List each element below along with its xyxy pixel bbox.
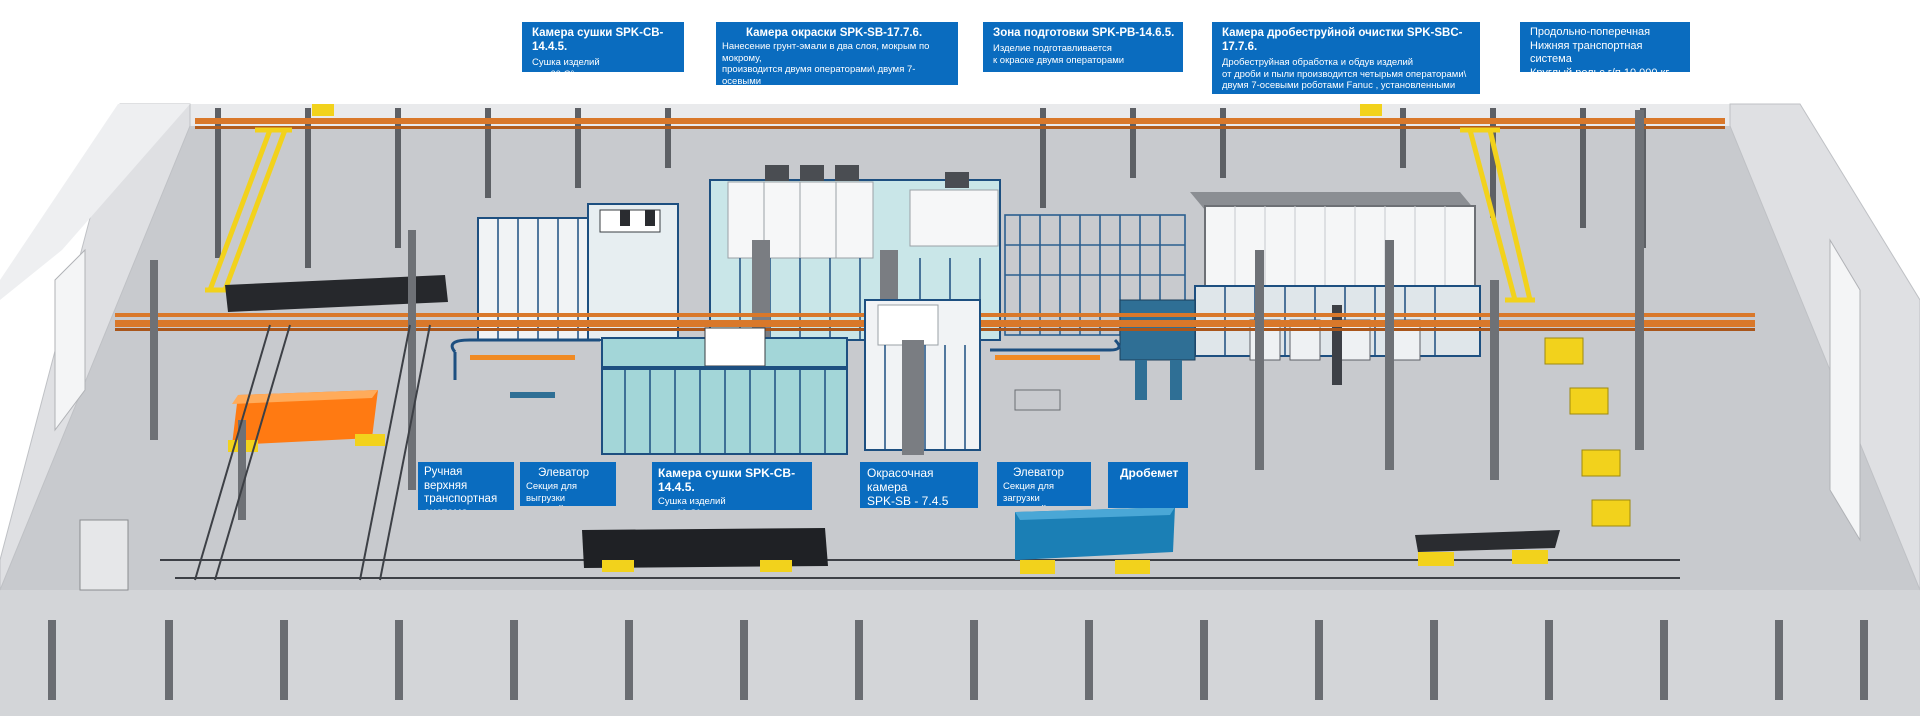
yellow-platforms	[1544, 337, 1631, 527]
label-drying-chamber-top-text: Сушка изделий при 60 С°	[532, 57, 600, 72]
label-prep-zone-top-title: Зона подготовки SPK-PB-14.6.5.	[993, 27, 1175, 39]
label-elevator-unload: Элеватор Секция для выгрузки с конвейера	[520, 462, 616, 506]
left-wall-window	[54, 248, 86, 432]
label-shot-blaster: Дробемет	[1108, 462, 1188, 508]
label-paint-chamber-top: Камера окраски SPK-SB-17.7.6. Нанесение …	[716, 22, 958, 85]
label-elevator-load-text: Секция для загрузки на конвейер	[1003, 481, 1057, 506]
front-floor-band	[0, 590, 1920, 716]
label-elevator-load: Элеватор Секция для загрузки на конвейер	[997, 462, 1091, 506]
label-elevator-unload-title: Элеватор	[538, 467, 590, 479]
label-transport-system-top: Продольно-поперечная Нижняя транспортная…	[1520, 22, 1690, 72]
label-blast-chamber-top: Камера дробеструйной очистки SPK-SBC-17.…	[1212, 22, 1480, 94]
right-wall	[1729, 103, 1920, 591]
door	[79, 519, 129, 591]
label-paint-booth-bottom: Окрасочная камера SPK-SB - 7.4.5	[860, 462, 978, 508]
label-drying-chamber-bottom: Камера сушки SPK-CB-14.4.5. Сушка издели…	[652, 462, 812, 510]
drying-chamber-front	[601, 327, 848, 455]
paint-chamber-front	[864, 299, 981, 455]
label-paint-booth-bottom-title: Окрасочная камера SPK-SB - 7.4.5	[867, 466, 949, 508]
black-chassis-back	[225, 275, 448, 312]
label-paint-chamber-top-text: Нанесение грунт-эмали в два слоя, мокрым…	[722, 41, 930, 85]
label-blast-chamber-top-title: Камера дробеструйной очистки SPK-SBC-17.…	[1222, 27, 1463, 53]
label-elevator-load-title: Элеватор	[1013, 467, 1065, 479]
front-columns	[150, 110, 1644, 520]
label-elevator-unload-text: Секция для выгрузки с конвейера	[526, 481, 580, 506]
crane-trolley-left	[312, 104, 334, 116]
label-paint-chamber-top-title: Камера окраски SPK-SB-17.7.6.	[746, 27, 923, 39]
label-prep-zone-top-text: Изделие подготавливается к окраске двумя…	[993, 43, 1125, 66]
blue-bin-car	[1015, 507, 1175, 574]
label-drying-chamber-bottom-title: Камера сушки SPK-CB-14.4.5.	[658, 466, 796, 494]
back-crane-beam	[195, 118, 1725, 124]
crane-trolley-right	[1360, 104, 1382, 116]
label-shot-blaster-title: Дробемет	[1120, 466, 1179, 480]
overhead-conveyor	[450, 338, 1121, 411]
right-gantry	[1460, 127, 1535, 303]
right-wall-window	[1829, 238, 1861, 542]
black-chassis-front	[582, 528, 828, 572]
label-manual-upper-transport: Ручная верхняя транспортная система	[418, 462, 514, 510]
left-wall-top	[0, 104, 190, 300]
label-blast-chamber-top-text: Дробеструйная обработка и обдув изделий …	[1222, 57, 1467, 94]
back-crane-beam-lower	[195, 126, 1725, 129]
blast-chamber	[1190, 192, 1481, 385]
foreground-columns	[48, 620, 1868, 700]
label-manual-upper-transport-title: Ручная верхняя транспортная система	[424, 466, 498, 510]
label-drying-chamber-top: Камера сушки SPK-CB-14.4.5. Сушка издели…	[522, 22, 684, 72]
label-drying-chamber-bottom-text: Сушка изделий при 60 С°	[658, 496, 726, 510]
label-prep-zone-top: Зона подготовки SPK-PB-14.6.5. Изделие п…	[983, 22, 1183, 72]
drying-chamber-back	[477, 203, 679, 341]
label-transport-system-top-title: Продольно-поперечная Нижняя транспортная…	[1530, 26, 1669, 72]
label-drying-chamber-top-title: Камера сушки SPK-CB-14.4.5.	[532, 27, 664, 53]
black-frame-right	[1415, 530, 1560, 566]
